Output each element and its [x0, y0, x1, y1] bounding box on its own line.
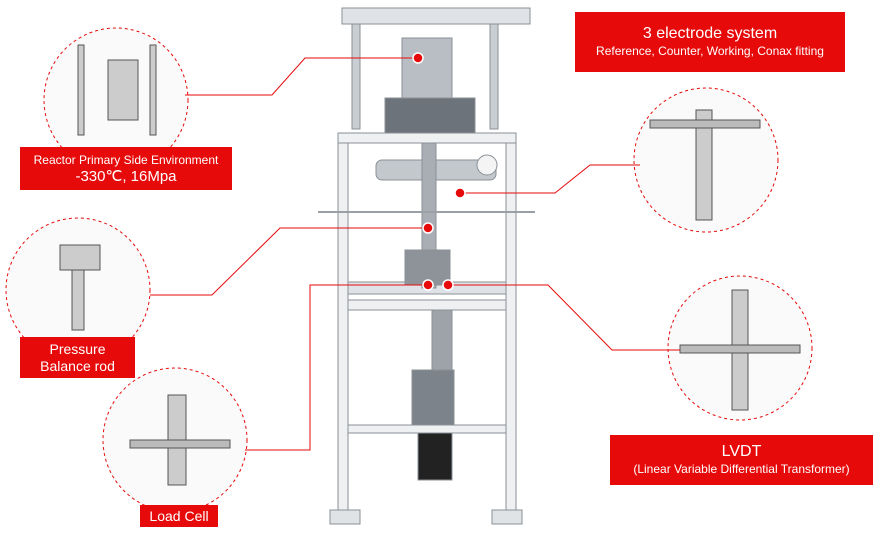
- top-plate: [341, 7, 531, 25]
- callout-subtitle: Balance rod: [40, 357, 115, 374]
- callout-electrode: 3 electrode system Reference, Counter, W…: [575, 12, 845, 72]
- callout-subtitle: -330℃, 16Mpa: [75, 167, 177, 185]
- callout-subtitle: Reference, Counter, Working, Conax fitti…: [596, 44, 824, 58]
- marker-dot: [454, 187, 466, 199]
- marker-dot: [422, 222, 434, 234]
- marker-dot: [412, 52, 424, 64]
- callout-title: Load Cell: [149, 508, 209, 524]
- callout-title: Reactor Primary Side Environment: [33, 152, 219, 167]
- callout-subtitle: (Linear Variable Differential Transforme…: [633, 462, 850, 476]
- marker-dot: [442, 279, 454, 291]
- callout-title: 3 electrode system: [642, 25, 778, 42]
- load-cell-body: [411, 369, 455, 431]
- connector-lines: [150, 57, 680, 451]
- test-machine: [318, 7, 535, 525]
- callout-title: LVDT: [721, 443, 762, 460]
- callout-title: Pressure: [49, 340, 106, 357]
- vessel-flange: [384, 97, 476, 134]
- autoclave-vessel: [401, 37, 453, 101]
- callout-reactor: Reactor Primary Side Environment -330℃, …: [20, 147, 232, 190]
- callout-lvdt: LVDT (Linear Variable Differential Trans…: [610, 435, 873, 485]
- upper-frame: [337, 132, 517, 144]
- callout-loadcell: Load Cell: [140, 505, 218, 527]
- marker-dot: [422, 279, 434, 291]
- callout-pressure: Pressure Balance rod: [20, 337, 135, 378]
